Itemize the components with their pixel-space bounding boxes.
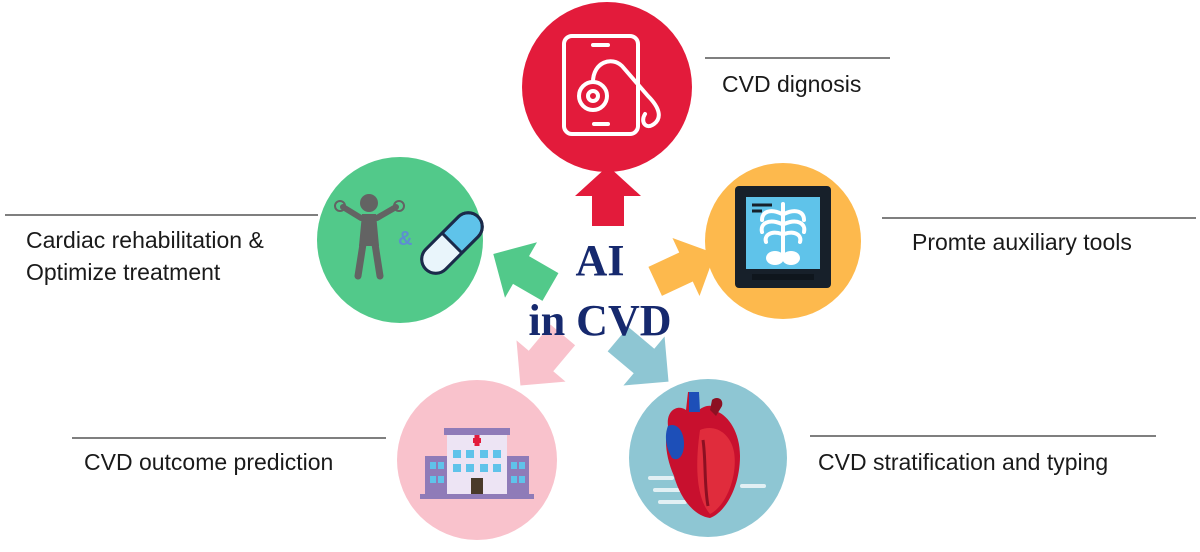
heart-organ-icon	[648, 392, 766, 518]
auxiliary-label: Promte auxiliary tools	[912, 229, 1132, 255]
xray-monitor-icon	[735, 186, 831, 288]
ampersand-text: &	[398, 228, 412, 250]
rehab-circle	[317, 157, 483, 323]
arrow-right-auxiliary	[648, 237, 716, 297]
stratification-label: CVD stratification and typing	[818, 449, 1109, 475]
center-title-line2: in CVD	[528, 296, 672, 345]
hospital-icon	[420, 428, 534, 499]
exercise-pill-icon: &	[334, 194, 484, 280]
diagnosis-circle	[522, 2, 692, 172]
outcome-label: CVD outcome prediction	[84, 449, 334, 475]
rehab-label-line1: Cardiac rehabilitation &	[26, 227, 264, 253]
center-title-line1: AI	[575, 236, 625, 285]
arrow-downright-stratification	[607, 326, 669, 386]
tablet-stethoscope-icon	[562, 34, 661, 136]
arrow-upleft-rehab	[493, 242, 559, 301]
diagnosis-label: CVD dignosis	[722, 71, 862, 97]
rehab-label-line2: Optimize treatment	[26, 259, 221, 285]
arrow-up-diagnosis	[575, 166, 641, 226]
arrow-downleft-outcome	[516, 324, 576, 386]
